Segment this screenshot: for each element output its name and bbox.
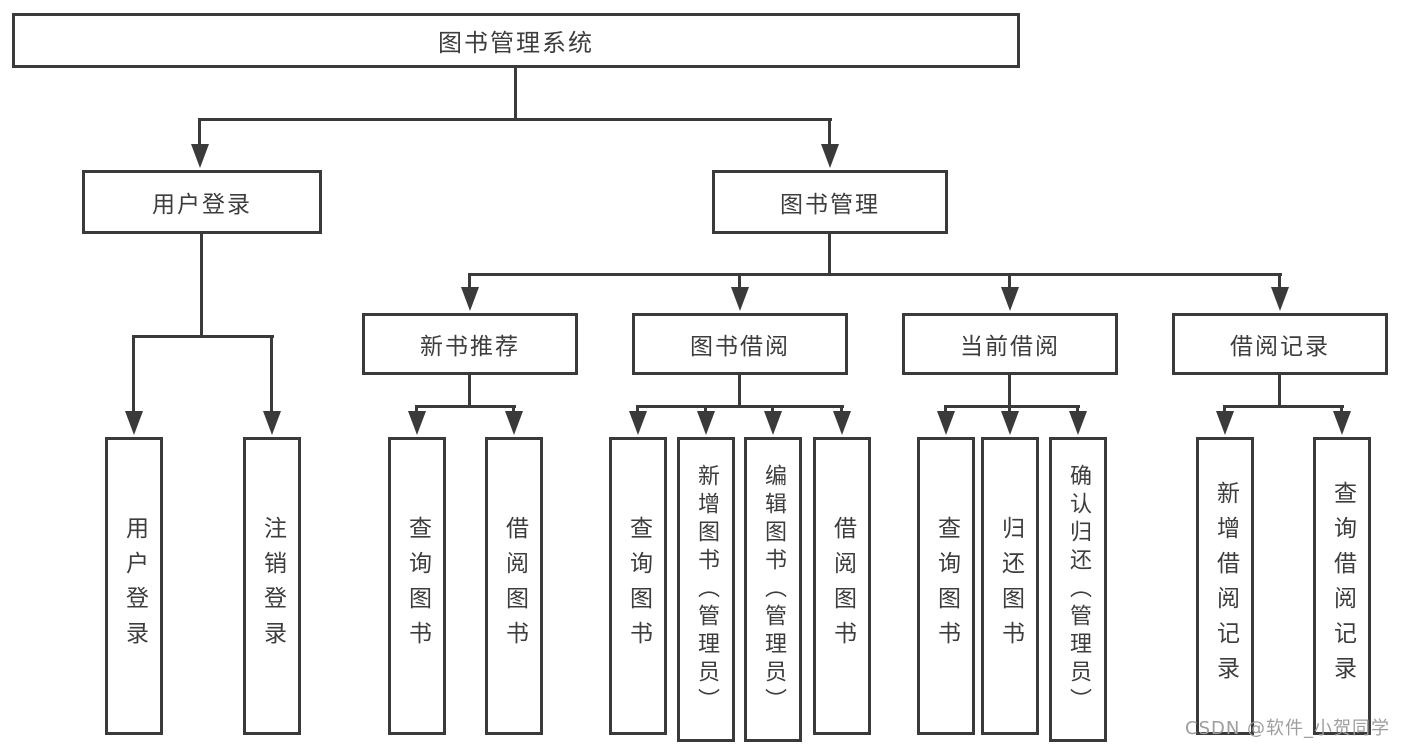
arrowhead-logout [263,411,281,435]
arrowhead-new-book [461,287,479,311]
leaf-query-borrow-record: 查询借阅记录 [1313,437,1371,735]
connector-bar-user-login [132,335,274,338]
leaf-logout: 注销登录 [243,437,301,735]
leaf-return-books: 归还图书 [981,437,1039,735]
leaf-add-books-admin: 新增图书（管理员） [677,437,735,742]
connector-bar-level2 [198,118,832,121]
connector-drop-borrow-records [1278,273,1281,293]
leaf-borrow-books: 借阅图书 [485,437,543,735]
connector-bar-new-book [415,405,516,408]
arrowhead-leaf [1333,411,1351,435]
connector-drop-new-book [468,273,471,293]
node-book-management: 图书管理 [712,170,948,234]
connector-bar-current-borrow [944,405,1080,408]
connector-stem-book-management [828,233,831,275]
node-book-borrow: 图书借阅 [632,313,848,375]
leaf-edit-books-admin: 编辑图书（管理员） [744,437,802,742]
node-user-login: 用户登录 [82,170,322,234]
node-current-borrow: 当前借阅 [902,313,1118,375]
leaf-user-login: 用户登录 [105,437,163,735]
arrowhead-user-login [191,144,209,168]
connector-bar-level3 [468,273,1282,276]
leaf-query-books: 查询图书 [388,437,446,735]
connector-stem-current-borrow [1008,375,1011,407]
connector-bar-borrow-records [1223,405,1344,408]
connector-stem-book-borrow [738,375,741,407]
leaf-query-books: 查询图书 [917,437,975,735]
arrowhead-leaf [1216,411,1234,435]
arrowhead-leaf [1001,411,1019,435]
connector-drop-book-borrow [738,273,741,293]
node-borrow-records: 借阅记录 [1172,313,1388,375]
arrowhead-leaf [408,411,426,435]
arrowhead-leaf [764,411,782,435]
connector-drop-current-borrow [1008,273,1011,293]
connector-drop-login [132,335,135,417]
connector-stem-user-login [200,233,203,337]
arrowhead-leaf [833,411,851,435]
connector-bar-book-borrow [636,405,844,408]
arrowhead-leaf [505,411,523,435]
arrowhead-leaf [697,411,715,435]
connector-drop-logout [270,335,273,417]
connector-stem-borrow-records [1278,375,1281,407]
arrowhead-current-borrow [1001,287,1019,311]
arrowhead-login [125,411,143,435]
arrowhead-book-management [821,144,839,168]
arrowhead-leaf [1069,411,1087,435]
node-library-management-system: 图书管理系统 [12,13,1020,68]
leaf-query-books: 查询图书 [609,437,667,735]
connector-drop-book-management [828,118,831,148]
arrowhead-leaf [629,411,647,435]
leaf-confirm-return-admin: 确认归还（管理员） [1049,437,1107,742]
connector-stem-new-book [468,375,471,407]
arrowhead-borrow-records [1271,287,1289,311]
leaf-borrow-books: 借阅图书 [813,437,871,735]
leaf-add-borrow-record: 新增借阅记录 [1196,437,1254,735]
arrowhead-book-borrow [731,287,749,311]
node-new-book-recommend: 新书推荐 [362,313,578,375]
csdn-watermark: CSDN @软件_小贺同学 [1185,718,1391,739]
connector-drop-user-login [198,118,201,148]
arrowhead-leaf [937,411,955,435]
connector-stem-root [514,68,517,120]
